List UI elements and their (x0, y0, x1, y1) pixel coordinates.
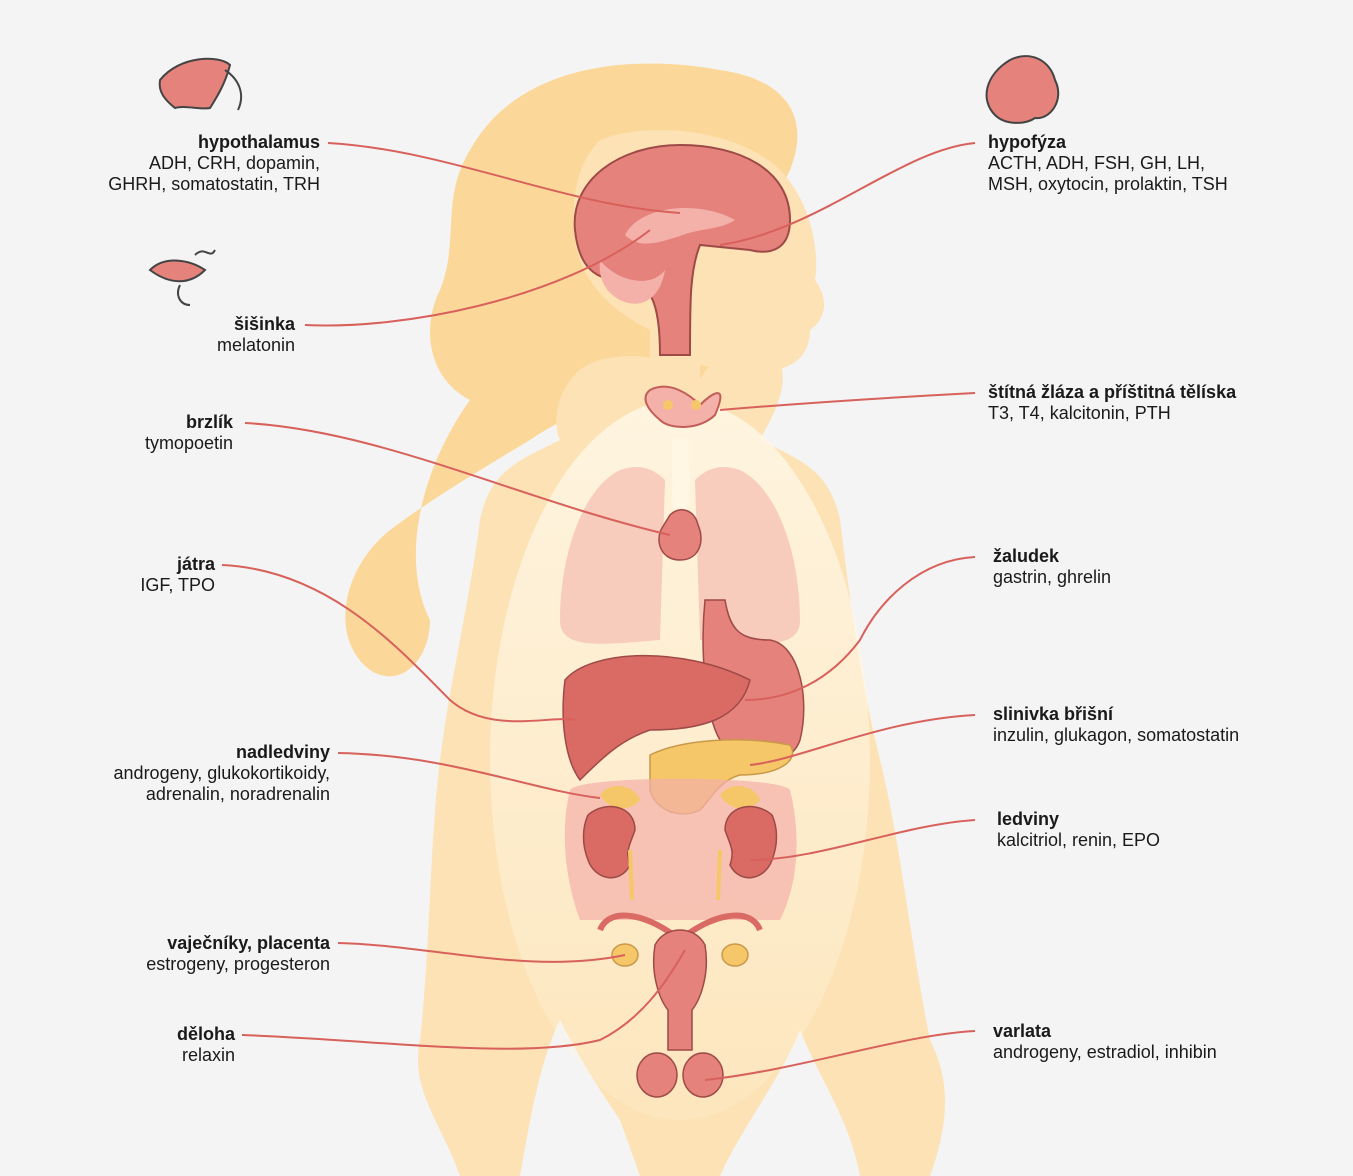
hormones: estrogeny, progesteron (146, 954, 330, 975)
hypothalamus-icon (160, 59, 241, 110)
label-brzlik: brzlík tymopoetin (145, 412, 233, 454)
hormones: IGF, TPO (140, 575, 215, 596)
label-name: žaludek (993, 546, 1111, 567)
label-name: štítná žláza a příštitná tělíska (988, 382, 1236, 403)
label-name: děloha (177, 1024, 235, 1045)
hormones: androgeny, glukokortikoidy, (114, 763, 330, 784)
label-sisinka: šišinka melatonin (217, 314, 295, 356)
label-name: nadledviny (114, 742, 330, 763)
label-nadledviny: nadledviny androgeny, glukokortikoidy, a… (114, 742, 330, 805)
label-slinivka: slinivka břišní inzulin, glukagon, somat… (993, 704, 1239, 746)
label-stitna: štítná žláza a příštitná tělíska T3, T4,… (988, 382, 1236, 424)
label-jatra: játra IGF, TPO (140, 554, 215, 596)
pineal-icon (150, 250, 215, 305)
label-hypothalamus: hypothalamus ADH, CRH, dopamin, GHRH, so… (108, 132, 320, 195)
label-zaludek: žaludek gastrin, ghrelin (993, 546, 1111, 588)
hormones: tymopoetin (145, 433, 233, 454)
label-name: varlata (993, 1021, 1217, 1042)
hormones: androgeny, estradiol, inhibin (993, 1042, 1217, 1063)
pituitary-icon (987, 56, 1059, 123)
label-varlata: varlata androgeny, estradiol, inhibin (993, 1021, 1217, 1063)
parathyroid-2 (691, 400, 701, 410)
label-ledviny: ledviny kalcitriol, renin, EPO (997, 809, 1160, 851)
hormones: T3, T4, kalcitonin, PTH (988, 403, 1236, 424)
label-name: vaječníky, placenta (146, 933, 330, 954)
hormones: melatonin (217, 335, 295, 356)
label-deloha: děloha relaxin (177, 1024, 235, 1066)
hormones: inzulin, glukagon, somatostatin (993, 725, 1239, 746)
label-hypofyza: hypofýza ACTH, ADH, FSH, GH, LH, MSH, ox… (988, 132, 1228, 195)
ovary-right (722, 944, 748, 966)
label-name: brzlík (145, 412, 233, 433)
testis-right (683, 1053, 723, 1097)
hormones: ADH, CRH, dopamin, (108, 153, 320, 174)
ureter-left (630, 850, 632, 900)
kidney-left (584, 807, 636, 878)
hormones: gastrin, ghrelin (993, 567, 1111, 588)
label-name: hypofýza (988, 132, 1228, 153)
label-name: játra (140, 554, 215, 575)
testis-left (637, 1053, 677, 1097)
hormones: relaxin (177, 1045, 235, 1066)
label-name: slinivka břišní (993, 704, 1239, 725)
kidney-right (725, 807, 777, 878)
ureter-right (718, 850, 720, 900)
hormones: GHRH, somatostatin, TRH (108, 174, 320, 195)
label-name: ledviny (997, 809, 1160, 830)
label-vajecniky: vaječníky, placenta estrogeny, progester… (146, 933, 330, 975)
hormones: kalcitriol, renin, EPO (997, 830, 1160, 851)
label-name: hypothalamus (108, 132, 320, 153)
hormones: adrenalin, noradrenalin (114, 784, 330, 805)
label-name: šišinka (217, 314, 295, 335)
hormones: MSH, oxytocin, prolaktin, TSH (988, 174, 1228, 195)
parathyroid-1 (663, 400, 673, 410)
hormones: ACTH, ADH, FSH, GH, LH, (988, 153, 1228, 174)
trachea (672, 438, 690, 508)
